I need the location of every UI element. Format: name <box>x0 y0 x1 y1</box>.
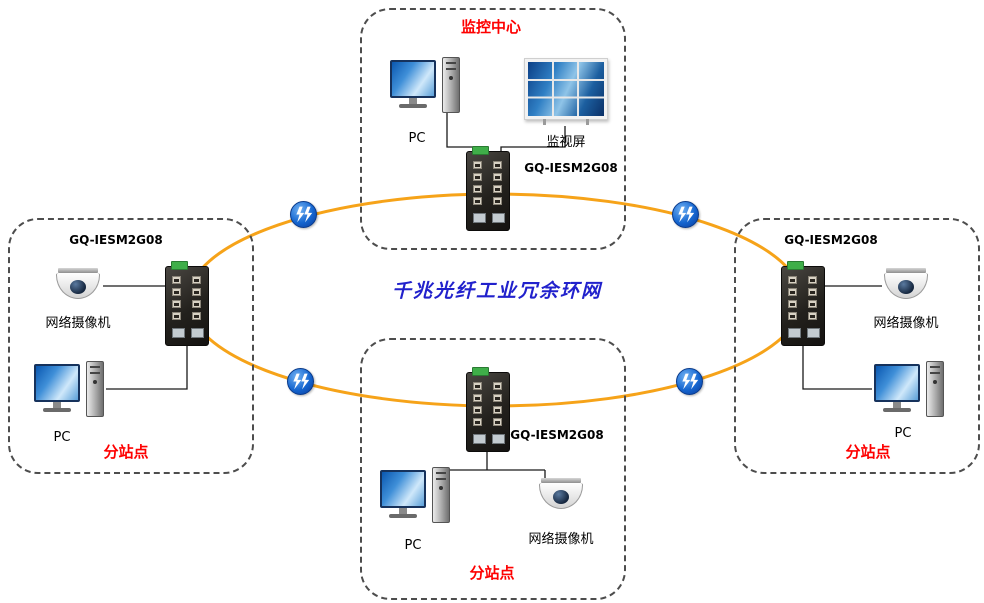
video-wall-label: 监视屏 <box>546 135 586 150</box>
desktop-pc-icon <box>34 361 106 431</box>
switch-label: GQ-IESM2G08 <box>524 161 618 175</box>
industrial-switch-icon <box>781 261 825 346</box>
fiber-link-icon <box>672 201 699 228</box>
dome-camera-icon <box>537 478 585 514</box>
fiber-link-icon <box>287 368 314 395</box>
zone-title: 分站点 <box>469 564 515 582</box>
pc-label: PC <box>53 430 71 445</box>
camera-label: 网络摄像机 <box>873 316 939 331</box>
camera-label: 网络摄像机 <box>528 532 594 547</box>
desktop-pc-icon <box>380 467 452 537</box>
tower-icon <box>86 361 104 417</box>
tower-icon <box>442 57 460 113</box>
switch-label: GQ-IESM2G08 <box>69 233 163 247</box>
tower-icon <box>432 467 450 523</box>
zone-title: 分站点 <box>103 443 149 461</box>
video-wall-icon <box>524 58 608 125</box>
pc-label: PC <box>408 131 426 146</box>
camera-label: 网络摄像机 <box>45 316 111 331</box>
dome-camera-icon <box>54 268 102 304</box>
pc-label: PC <box>404 538 422 553</box>
monitor-icon <box>874 364 920 412</box>
pc-label: PC <box>894 426 912 441</box>
monitor-icon <box>380 470 426 518</box>
desktop-pc-icon <box>874 361 946 431</box>
industrial-switch-icon <box>466 146 510 231</box>
switch-label: GQ-IESM2G08 <box>784 233 878 247</box>
dome-camera-icon <box>882 268 930 304</box>
right-substation-zone <box>734 218 980 474</box>
fiber-link-icon <box>290 201 317 228</box>
diagram-title: 千兆光纤工业冗余环网 <box>391 280 603 302</box>
industrial-switch-icon <box>466 367 510 452</box>
bottom-substation-zone <box>360 338 626 600</box>
zone-title: 分站点 <box>845 443 891 461</box>
monitoring-center-zone <box>360 8 626 250</box>
desktop-pc-icon <box>390 57 462 127</box>
switch-label: GQ-IESM2G08 <box>510 428 604 442</box>
monitor-icon <box>390 60 436 108</box>
zone-title: 监控中心 <box>460 18 522 36</box>
fiber-link-icon <box>676 368 703 395</box>
industrial-switch-icon <box>165 261 209 346</box>
monitor-icon <box>34 364 80 412</box>
tower-icon <box>926 361 944 417</box>
left-substation-zone <box>8 218 254 474</box>
